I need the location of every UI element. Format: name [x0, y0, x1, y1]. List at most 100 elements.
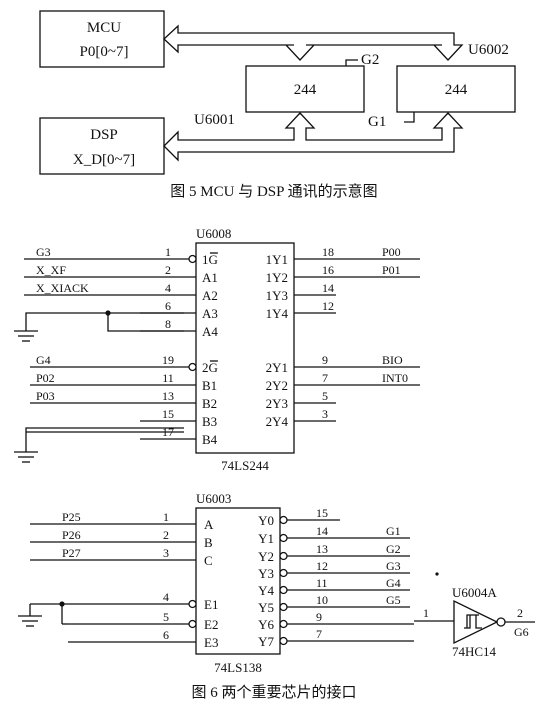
pin-number: 14 [316, 524, 328, 538]
pin-number: 9 [316, 610, 322, 624]
chip2-dot-mark [435, 572, 439, 576]
inverter-ref: U6004A [452, 585, 497, 600]
signal-label: X_XF [36, 263, 66, 277]
pin-number: 19 [162, 353, 174, 367]
pin-number: 14 [322, 281, 334, 295]
buffer-chip-left [245, 65, 365, 113]
buffer-chip-right [396, 65, 516, 113]
pin-label: E1 [204, 597, 218, 612]
chip-right-label: 244 [445, 82, 468, 98]
pin-label: 1Y1 [266, 252, 288, 267]
pin-number: 11 [162, 371, 174, 385]
pin-label: 2Y2 [266, 378, 288, 393]
figure-5-caption: 图 5 MCU 与 DSP 通讯的示意图 [170, 182, 377, 200]
signal-label: P03 [36, 389, 55, 403]
signal-label: P27 [62, 546, 81, 560]
pin-label: Y0 [258, 513, 274, 528]
signal-label: P01 [382, 263, 401, 277]
pin-number: 8 [165, 317, 171, 331]
dsp-bus [163, 112, 464, 162]
pin-number: 15 [316, 506, 328, 520]
chip1-body [195, 242, 295, 454]
chip2-ref: U6003 [196, 491, 231, 506]
signal-label: G2 [386, 542, 401, 556]
chip1-name: 74LS244 [221, 458, 269, 473]
pin-label: Y3 [258, 566, 274, 581]
pin-number: 3 [322, 407, 328, 421]
pin-label: A4 [202, 324, 218, 339]
signal-label: INT0 [382, 371, 408, 385]
chip1-a4-tie [107, 313, 184, 332]
chip2-right-pin: Y7 7 [258, 627, 414, 649]
pin-label: B3 [202, 414, 217, 429]
g1-label: G1 [368, 114, 386, 130]
dsp-bus-label: X_D[0~7] [73, 152, 135, 168]
pin-number: 13 [316, 542, 328, 556]
pin-label: B4 [202, 432, 218, 447]
signal-label: P25 [62, 510, 81, 524]
chip1-right-pin: 1Y3 14 [266, 281, 336, 303]
chip1-a-ground-wire [25, 312, 184, 331]
pin-number: 11 [316, 576, 328, 590]
chip-left-label: 244 [294, 82, 317, 98]
schmitt-hysteresis-icon [464, 614, 482, 629]
pin-number: 2 [163, 528, 169, 542]
pin-number: 2 [165, 263, 171, 277]
pin-number: 10 [316, 593, 328, 607]
pin-number: 7 [316, 627, 322, 641]
inverter-input-pin: 1 [423, 606, 429, 620]
dsp-block [39, 117, 165, 175]
chip2-right-pin: Y0 15 [258, 506, 340, 528]
pin-label: 1Y4 [266, 306, 289, 321]
chip1-right-pin: 2Y2 7 INT0 [266, 371, 420, 393]
signal-label: G1 [386, 524, 401, 538]
pin-label: A1 [202, 270, 218, 285]
chip1-a-junction [105, 310, 111, 316]
inverter-output-pin: 2 [517, 606, 523, 620]
pin-label: E3 [204, 635, 218, 650]
signal-label: X_XIACK [36, 281, 89, 295]
pin-label: 1Y3 [266, 288, 288, 303]
g2-line [345, 59, 358, 66]
pin-number: 6 [165, 299, 171, 313]
pin-label: Y7 [258, 634, 274, 649]
signal-label: G3 [386, 559, 401, 573]
signal-label: G4 [386, 576, 401, 590]
pin-number: 4 [163, 590, 169, 604]
pin-number: 7 [322, 371, 328, 385]
u6001-label: U6001 [194, 112, 235, 128]
ground-symbol-3 [18, 604, 42, 627]
pin-number: 5 [322, 389, 328, 403]
pin-label: 2Y1 [266, 360, 288, 375]
pin-number: 12 [322, 299, 334, 313]
ground-symbol-2 [14, 451, 38, 463]
pin-label: Y2 [258, 549, 274, 564]
pin-label: A3 [202, 306, 218, 321]
mcu-label: MCU [87, 20, 121, 36]
chip2-name: 74LS138 [214, 660, 262, 675]
pin-label: A [204, 517, 214, 532]
pin-label: 1Y2 [266, 270, 288, 285]
